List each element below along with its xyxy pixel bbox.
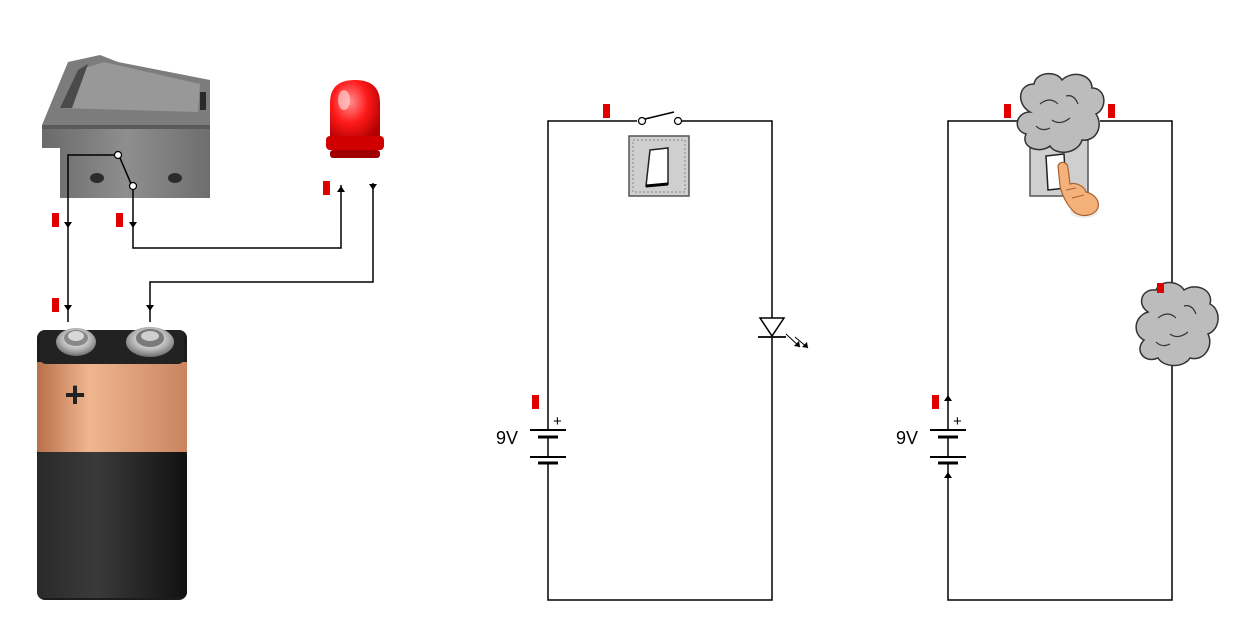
red-led[interactable] (326, 80, 384, 158)
smoke-cloud-icon (1135, 281, 1219, 367)
pictorial-markers (52, 181, 330, 312)
damaged-circuit: 9V + (896, 72, 1219, 601)
rocker-switch[interactable] (42, 55, 210, 215)
damaged-markers (932, 104, 1164, 409)
damaged-arrows (944, 395, 952, 478)
pictorial-wires (67, 183, 374, 322)
schematic-wires (547, 120, 773, 601)
schematic-voltage-label: 9V (496, 428, 518, 448)
9v-battery[interactable]: + (37, 327, 187, 600)
schematic-switch[interactable] (637, 111, 683, 126)
connector-arrows (64, 184, 377, 311)
damaged-plus-label: + (953, 413, 962, 430)
schematic-circuit: 9V + (496, 104, 809, 601)
led-symbol-icon (758, 317, 809, 349)
damaged-voltage-label: 9V (896, 428, 918, 448)
schematic-plus-label: + (553, 413, 562, 430)
damaged-wires (947, 120, 1173, 601)
battery-terminal-negative (126, 327, 174, 357)
smoke-cloud-icon (1016, 72, 1105, 153)
hand-pointer-icon (1057, 161, 1099, 218)
battery-terminal-positive (56, 328, 96, 356)
pictorial-circuit: + (37, 55, 384, 600)
schematic-markers (532, 104, 610, 409)
damaged-battery: 9V + (896, 410, 966, 465)
schematic-battery: 9V + (496, 410, 566, 465)
battery-plus-symbol: + (64, 374, 85, 415)
toggle-button-icon[interactable] (628, 135, 690, 197)
